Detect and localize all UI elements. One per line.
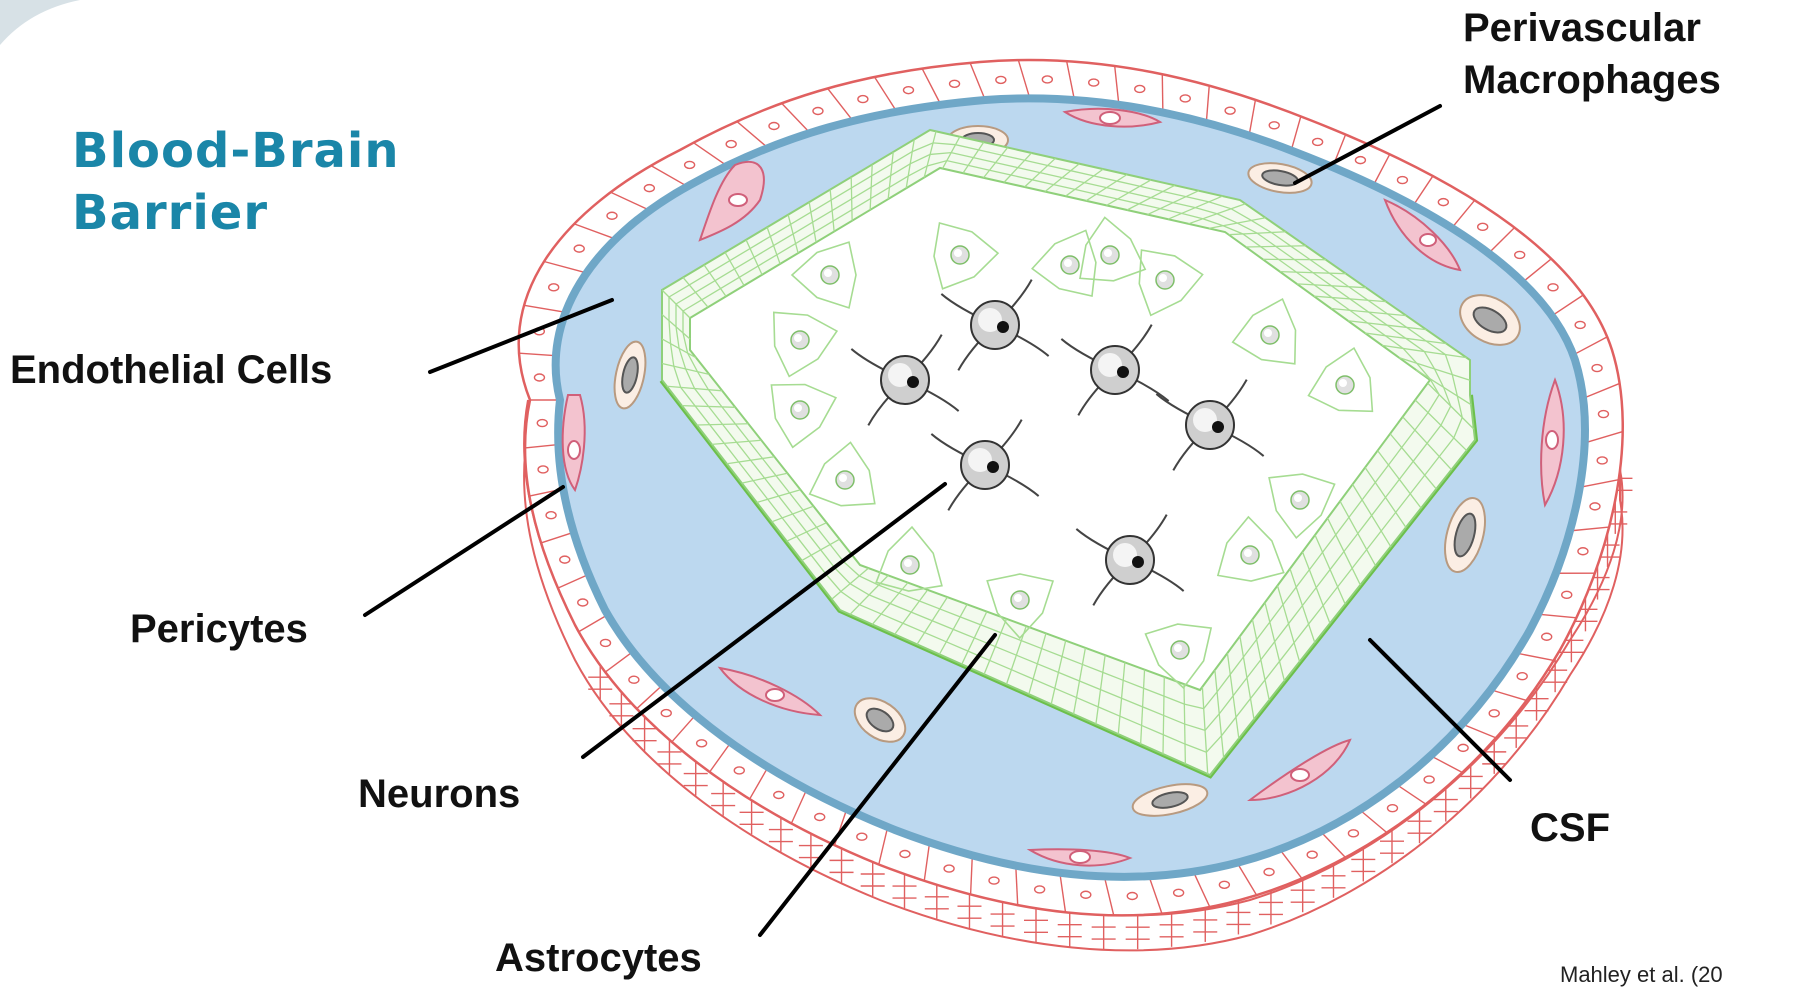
pericyte-nucleus [568, 441, 580, 459]
label-csf: CSF [1530, 806, 1610, 851]
pericyte-nucleus [1070, 851, 1090, 863]
corner-swoosh [0, 0, 80, 45]
label-pericytes: Pericytes [130, 607, 308, 652]
pericyte-nucleus [766, 689, 784, 701]
pericyte-nucleus [1291, 769, 1309, 781]
label-astrocytes: Astrocytes [495, 936, 702, 981]
label-macrophages-line-2: Macrophages [1463, 54, 1721, 106]
label-perivascular-macrophages: Perivascular Macrophages [1463, 2, 1721, 106]
label-macrophages-line-1: Perivascular [1463, 2, 1721, 54]
title-line-2: Barrier [72, 182, 400, 244]
pericyte-nucleus [1546, 431, 1558, 449]
title-line-1: Blood-Brain [72, 120, 400, 182]
citation: Mahley et al. (20 [1560, 962, 1723, 988]
label-neurons: Neurons [358, 772, 520, 817]
diagram-title: Blood-Brain Barrier [72, 120, 400, 244]
label-endothelial-cells: Endothelial Cells [10, 348, 332, 393]
pericyte-nucleus [1420, 234, 1436, 246]
pericyte-nucleus [1100, 112, 1120, 124]
pericyte-nucleus [729, 194, 747, 206]
